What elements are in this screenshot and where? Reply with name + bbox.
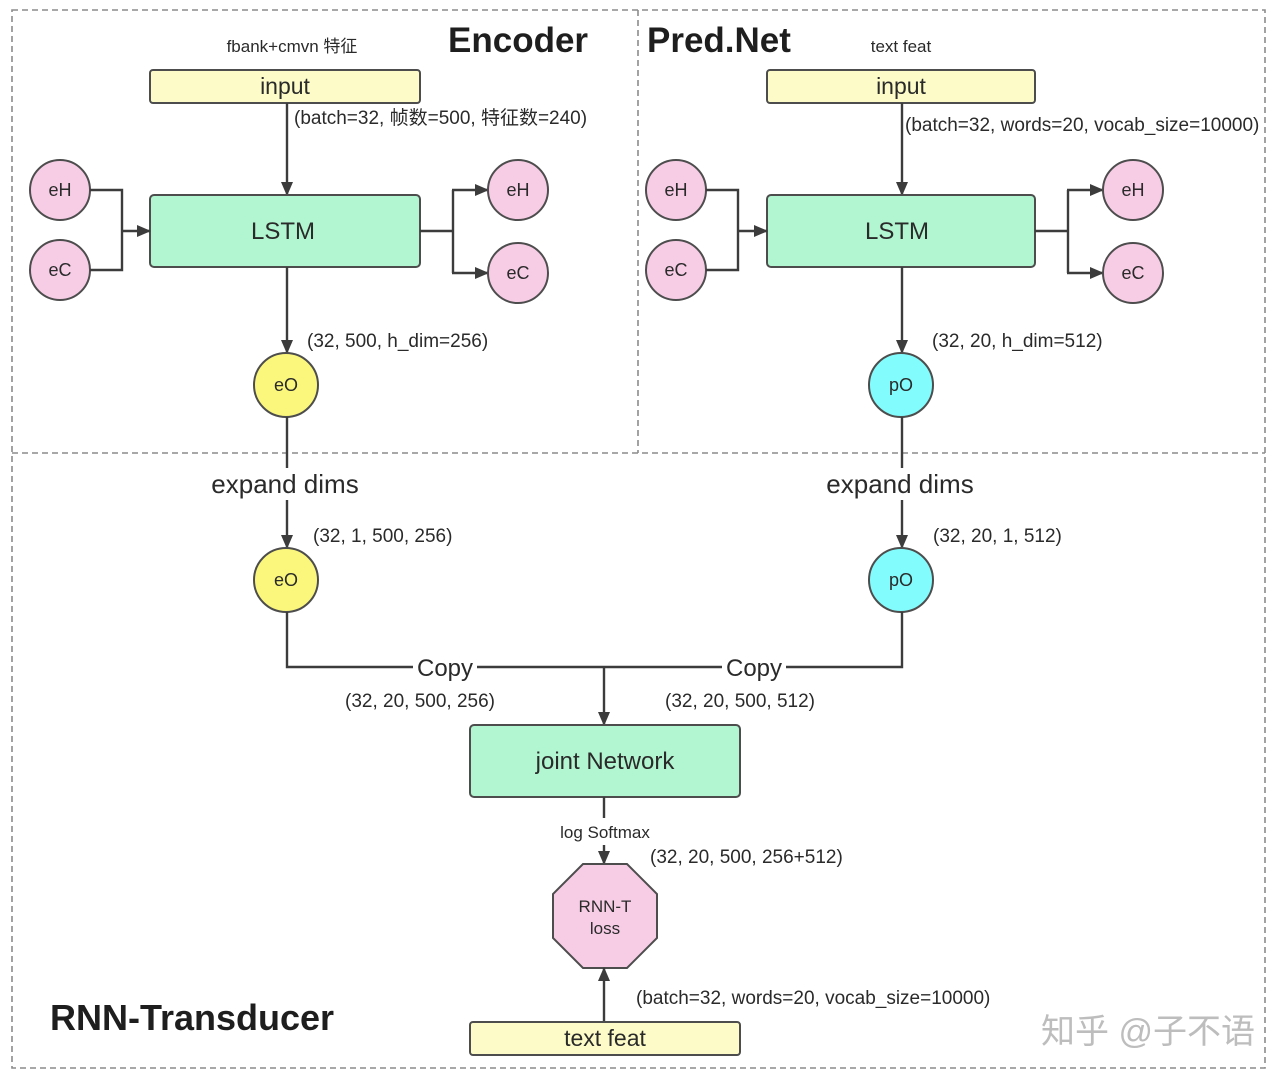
encoder-cell-out-circle (487, 242, 549, 304)
prednet-copy-connector (604, 612, 904, 669)
target-shape: (batch=32, words=20, vocab_size=10000) (636, 988, 990, 1009)
prednet-expanded-label: pO (889, 570, 913, 590)
encoder-copy-connector (285, 612, 604, 669)
encoder-input-label: input (260, 73, 310, 99)
prednet-copy-label: Copy (726, 655, 782, 682)
prednet-output-node: pO (868, 352, 934, 418)
prednet-hidden-in-label: eH (664, 180, 687, 200)
joint-output-shape: (32, 20, 500, 256+512) (650, 847, 843, 868)
encoder-output-shape: (32, 500, h_dim=256) (307, 331, 488, 352)
encoder-section: fbank+cmvn 特征 input (batch=32, 帧数=500, 特… (29, 37, 587, 418)
target-text-feat-box (469, 1021, 741, 1056)
prednet-input-node: input (766, 69, 1036, 104)
prednet-cell-out-circle (1102, 242, 1164, 304)
encoder-expanded-node: eO (253, 547, 319, 613)
prednet-input-shape: (batch=32, words=20, vocab_size=10000) (905, 115, 1259, 136)
prednet-lstm-label: LSTM (865, 218, 929, 245)
encoder-cell-out-node: eC (487, 242, 549, 304)
encoder-title: Encoder (448, 21, 588, 60)
prednet-output-label: pO (889, 375, 913, 395)
rnnt-loss-label-line2: loss (590, 919, 620, 938)
prednet-hidden-out-label: eH (1121, 180, 1144, 200)
encoder-input-shape: (batch=32, 帧数=500, 特征数=240) (294, 107, 587, 129)
encoder-cell-in-label: eC (48, 260, 71, 280)
prednet-cell-out-node: eC (1102, 242, 1164, 304)
encoder-copy-label: Copy (417, 655, 473, 682)
prednet-expanded-shape: (32, 20, 1, 512) (933, 526, 1062, 547)
encoder-hidden-out-label: eH (506, 180, 529, 200)
prednet-copy-label-backing (722, 655, 786, 681)
rnn-transducer-frame (11, 9, 1266, 1069)
encoder-input-box (149, 69, 421, 104)
encoder-hidden-in-node: eH (29, 159, 91, 221)
joint-network-label: joint Network (535, 748, 676, 775)
prednet-cell-in-label: eC (664, 260, 687, 280)
encoder-input-node: input (149, 69, 421, 104)
rnnt-loss-label-line1: RNN-T (579, 897, 632, 916)
encoder-hidden-in-label: eH (48, 180, 71, 200)
transducer-title: RNN-Transducer (50, 997, 334, 1038)
rnnt-loss-octagon (552, 863, 658, 969)
encoder-hidden-out-circle (487, 159, 549, 221)
prednet-expanded-node: pO (868, 547, 934, 613)
encoder-input-caption: fbank+cmvn 特征 (227, 37, 358, 56)
encoder-output-node: eO (253, 352, 319, 418)
prednet-cell-out-label: eC (1121, 263, 1144, 283)
prednet-input-caption: text feat (871, 37, 932, 56)
prednet-hidden-out-node: eH (1102, 159, 1164, 221)
encoder-cell-out-label: eC (506, 263, 529, 283)
prednet-input-label: input (876, 73, 926, 99)
encoder-hidden-out-node: eH (487, 159, 549, 221)
encoder-expanded-shape: (32, 1, 500, 256) (313, 526, 452, 547)
prednet-cell-in-node: eC (645, 239, 707, 301)
encoder-states-out-connector (420, 190, 455, 273)
prednet-title: Pred.Net (647, 21, 791, 60)
target-text-feat-label: text feat (564, 1025, 646, 1051)
target-text-feat-node: text feat (469, 1021, 741, 1056)
encoder-expanded-label: eO (274, 570, 298, 590)
prednet-copied-shape: (32, 20, 500, 512) (665, 691, 815, 712)
prednet-hidden-in-node: eH (645, 159, 707, 221)
encoder-copy-label-backing (413, 655, 477, 681)
rnnt-loss-node: RNN-T loss (552, 863, 658, 969)
encoder-expand-label: expand dims (211, 469, 358, 499)
prednet-section: text feat input (batch=32, words=20, voc… (645, 37, 1259, 418)
prednet-states-out-connector (1035, 190, 1070, 273)
log-softmax-label: log Softmax (560, 823, 650, 842)
prednet-lstm-node: LSTM (766, 194, 1036, 268)
frames (11, 9, 1266, 1069)
joint-network-node: joint Network (469, 724, 741, 798)
prednet-hidden-out-circle (1102, 159, 1164, 221)
encoder-cell-in-node: eC (29, 239, 91, 301)
encoder-lstm-label: LSTM (251, 218, 315, 245)
watermark: 知乎 @子不语 (1041, 1013, 1255, 1051)
prednet-expand-label: expand dims (826, 469, 973, 499)
prednet-output-shape: (32, 20, h_dim=512) (932, 331, 1103, 352)
transducer-section: expand dims (32, 1, 500, 256) eO expand … (211, 417, 1062, 1056)
encoder-copied-shape: (32, 20, 500, 256) (345, 691, 495, 712)
encoder-lstm-node: LSTM (149, 194, 421, 268)
encoder-output-label: eO (274, 375, 298, 395)
